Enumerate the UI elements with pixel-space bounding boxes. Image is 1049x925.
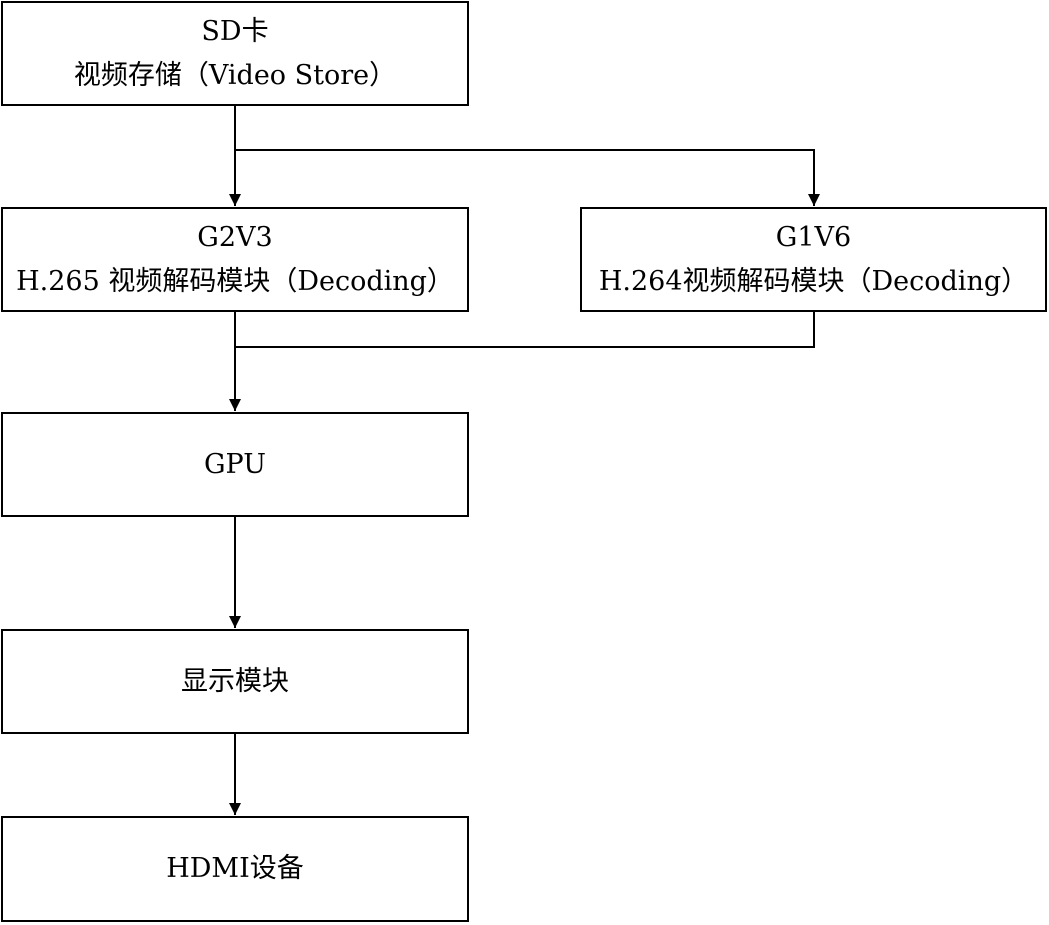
display-module-node: 显示模块 [1,629,469,734]
sd-card-title: SD卡 [201,15,269,47]
g2v3-title: G2V3 [197,221,273,253]
hdmi-device-node: HDMI设备 [1,816,469,922]
display-module-title: 显示模块 [181,665,289,697]
edge-g1v6-to-gpu [235,312,815,348]
sd-card-node: SD卡 视频存储（Video Store） [1,1,469,106]
hdmi-device-title: HDMI设备 [166,853,304,884]
g2v3-subtitle: H.265 视频解码模块（Decoding） [16,265,454,297]
g2v3-decoder-node: G2V3 H.265 视频解码模块（Decoding） [1,207,469,312]
g1v6-subtitle: H.264视频解码模块（Decoding） [598,265,1029,297]
g1v6-title: G1V6 [775,221,852,253]
edge-sd-to-g1v6 [235,149,820,206]
sd-card-subtitle: 视频存储（Video Store） [73,59,397,91]
gpu-title: GPU [203,448,266,480]
gpu-node: GPU [1,412,469,517]
g1v6-decoder-node: G1V6 H.264视频解码模块（Decoding） [580,207,1047,312]
